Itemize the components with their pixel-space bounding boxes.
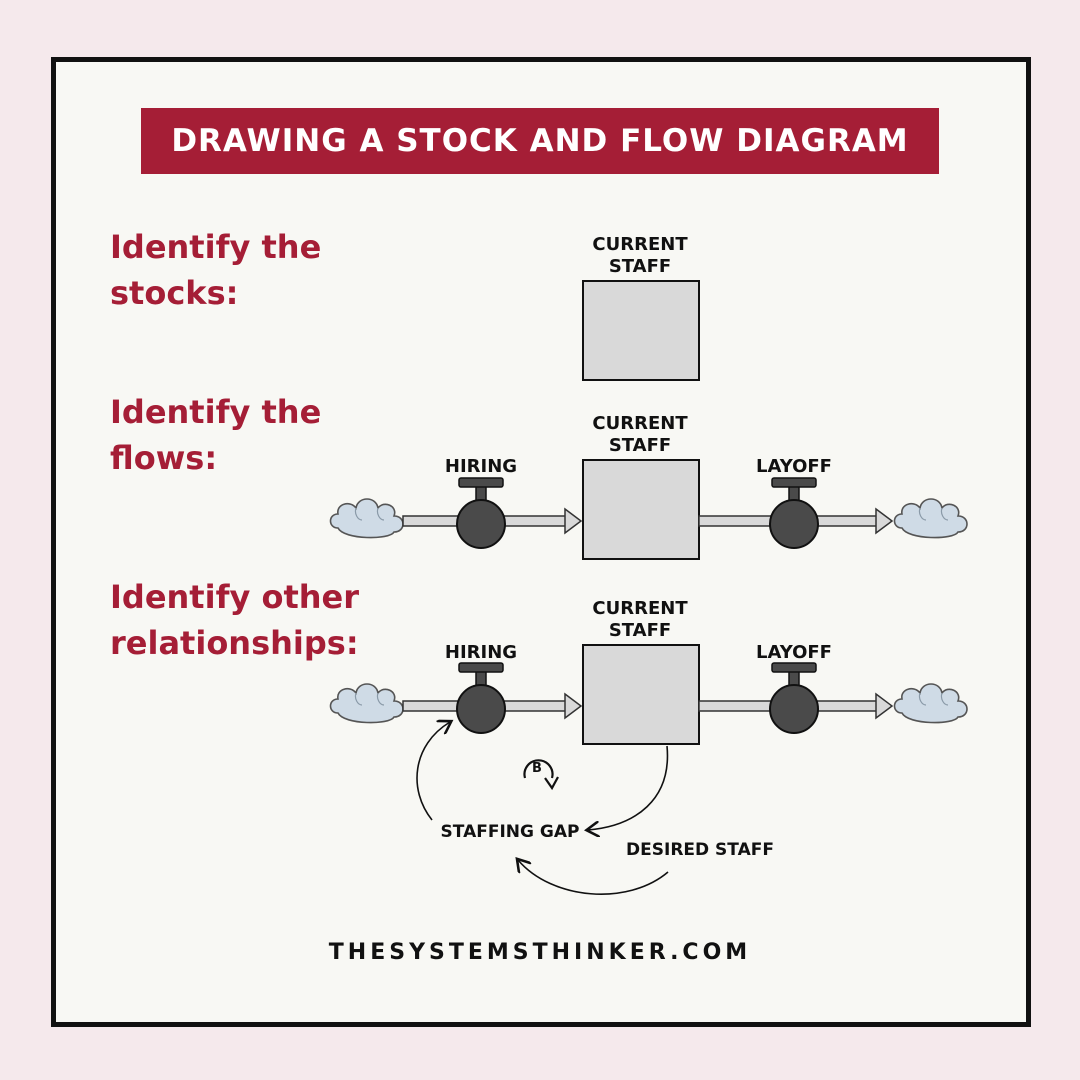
content-card	[51, 57, 1031, 1027]
link-gap-to-hiring	[416, 722, 450, 821]
stock-label-line1: CURRENT	[592, 598, 688, 619]
outflow-arrowhead	[875, 692, 894, 720]
step-stocks-label: Identify the stocks:	[110, 228, 322, 312]
stock-label-line1: CURRENT	[592, 234, 688, 255]
row-stocks: CURRENT STAFF	[582, 234, 700, 381]
desired-label: DESIRED STAFF	[626, 840, 774, 860]
outflow-label: LAYOFF	[756, 642, 832, 663]
inflow-valve-icon	[456, 477, 506, 549]
link-desired-to-gap	[518, 860, 669, 895]
stock-label-line2: STAFF	[609, 435, 671, 456]
outflow-valve-icon	[769, 662, 819, 734]
link-stock-to-gap	[588, 745, 669, 830]
inflow-label: HIRING	[445, 456, 517, 477]
stock-label-line1: CURRENT	[592, 413, 688, 434]
site-url: THESYSTEMSTHINKER.COM	[328, 940, 752, 965]
stock-box	[582, 280, 700, 381]
balancing-loop-icon	[523, 759, 554, 779]
sink-cloud-icon	[893, 498, 968, 539]
stock-label-line2: STAFF	[609, 620, 671, 641]
balancing-loop-arrowhead	[544, 776, 559, 791]
inflow-valve-icon	[456, 662, 506, 734]
page-title: DRAWING A STOCK AND FLOW DIAGRAM	[171, 123, 909, 159]
step-relationships-label: Identify other relationships:	[110, 578, 360, 662]
stock-box	[582, 644, 700, 745]
loop-label: B	[532, 761, 542, 776]
row-relationships: CURRENT STAFF HIRING LAYOFF B STAFFING G…	[329, 598, 968, 895]
stock-label-line2: STAFF	[609, 256, 671, 277]
stock-box	[582, 459, 700, 560]
row-flows: CURRENT STAFF HIRING LAYOFF	[329, 413, 968, 560]
source-cloud-icon	[329, 498, 404, 539]
inflow-label: HIRING	[445, 642, 517, 663]
title-banner: DRAWING A STOCK AND FLOW DIAGRAM	[141, 108, 939, 174]
step-flows-label: Identify the flows:	[110, 393, 322, 477]
gap-label: STAFFING GAP	[441, 822, 580, 842]
outflow-label: LAYOFF	[756, 456, 832, 477]
source-cloud-icon	[329, 683, 404, 724]
inflow-arrowhead	[564, 692, 583, 720]
outflow-arrowhead	[875, 507, 894, 535]
outflow-valve-icon	[769, 477, 819, 549]
inflow-arrowhead	[564, 507, 583, 535]
sink-cloud-icon	[893, 683, 968, 724]
